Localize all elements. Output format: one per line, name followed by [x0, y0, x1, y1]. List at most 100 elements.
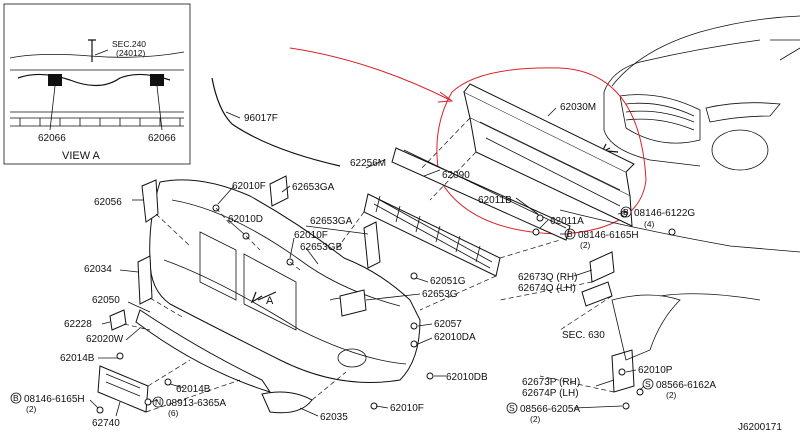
assembly-lines: [123, 117, 615, 413]
callout-62057: 62057: [434, 319, 462, 330]
callout-62010DB: 62010DB: [446, 372, 488, 383]
beam-62030M-ribs: [479, 121, 621, 207]
callout-62740: 62740: [92, 418, 120, 429]
callout-62256M: 62256M: [350, 158, 386, 169]
plate-bracket-lines: [105, 373, 141, 397]
callout-62020W: 62020W: [86, 334, 124, 345]
callout-62674P-lh: 62674P (LH): [522, 388, 579, 399]
vehicle-grille: [619, 94, 701, 144]
view-a-frame: [3, 3, 191, 165]
view-a-inset: SEC.240 (24012) 62066 62066 VIEW A: [3, 3, 191, 165]
callout-08146-6165H-left: 08146-6165H: [24, 394, 85, 405]
part-62030M: [463, 83, 635, 227]
callout-62011B: 62011B: [478, 195, 512, 206]
part-62035-bezel: [261, 391, 313, 414]
dash-brackets: [123, 213, 191, 331]
view-a-label-right: 62066: [148, 133, 176, 144]
callout-62653GA-top: 62653GA: [292, 182, 335, 193]
callout-b-badge-1: [620, 206, 632, 218]
dash-plate: [145, 359, 241, 413]
callout-62051G: 62051G: [430, 276, 466, 287]
callout-08566-6162A-qty: (2): [666, 390, 677, 400]
dash-bezel: [311, 371, 347, 401]
part-62673Q-bracket: [589, 251, 615, 283]
callout-62014B-bottom: 62014B: [176, 384, 211, 395]
leader-lines: [89, 107, 645, 417]
callout-b-badge-3: [10, 392, 22, 404]
callout-62030M: 62030M: [560, 102, 596, 113]
part-62673Q-plate: [581, 281, 613, 307]
bolt-62010DA: [410, 340, 418, 348]
callout-62056: 62056: [94, 197, 122, 208]
red-arrow-line: [289, 47, 451, 101]
bolt-62010P: [618, 368, 626, 376]
callout-08913-6365A-qty: (6): [168, 408, 179, 418]
callout-62035: 62035: [320, 412, 348, 423]
bolt-08146-6165H-left: [96, 406, 104, 414]
svg-text:S: S: [645, 379, 651, 389]
callout-62673Q-rh: 62673Q (RH): [518, 272, 577, 283]
callout-62653G: 62653G: [422, 289, 458, 300]
bolt-62011B: [536, 214, 544, 222]
callout-08913-6365A: 08913-6365A: [166, 398, 226, 409]
part-62228-clip: [109, 309, 127, 331]
fascia-crease-2: [163, 259, 407, 365]
svg-text:B: B: [623, 207, 629, 217]
svg-text:S: S: [509, 403, 515, 413]
view-a-beam: [10, 69, 184, 127]
callout-labels: 96017F 62256M 62030M 62090 62011B 62011A…: [10, 102, 782, 433]
svg-text:N: N: [155, 397, 161, 407]
view-a-sec-ref: SEC.240: [112, 39, 146, 49]
callout-62010P: 62010P: [638, 365, 673, 376]
vehicle-front: [603, 92, 701, 167]
view-a-label-left: 62066: [38, 133, 66, 144]
view-a-sec-leader: [94, 49, 109, 56]
vehicle-wheel: [711, 129, 769, 171]
view-a-leader-right: [156, 85, 163, 131]
fascia-opening-mid: [243, 253, 297, 331]
callout-08146-6165H-qty: (2): [580, 240, 591, 250]
vehicle-hood-line: [611, 15, 800, 87]
clip-62014B-left: [116, 352, 124, 360]
callout-62228: 62228: [64, 319, 92, 330]
section-630-ref: SEC. 630: [562, 330, 605, 341]
view-a-connector: [88, 39, 96, 62]
bolt-62011A: [532, 228, 540, 236]
view-a-harness: [17, 73, 171, 87]
bolt-62010DB: [426, 372, 434, 380]
callout-62010F-bottom: 62010F: [390, 403, 424, 414]
dash-bolts: [215, 207, 301, 271]
part-62056-bracket: [141, 179, 159, 223]
view-a-sensor-left: [48, 74, 62, 86]
view-a-title: VIEW A: [62, 150, 101, 162]
callout-96017F: 96017F: [244, 113, 278, 124]
vehicle-windshield: [770, 39, 800, 61]
callout-62034: 62034: [84, 264, 112, 275]
grille-62256M: [363, 193, 501, 277]
svg-text:B: B: [13, 393, 19, 403]
part-62034-bracket: [137, 255, 153, 305]
diagram-code: J6200171: [738, 422, 782, 433]
dash-beam: [419, 117, 561, 259]
callout-62010D: 62010D: [228, 214, 263, 225]
bolt-62051G: [410, 272, 418, 280]
callout-62011A: 62011A: [550, 216, 584, 227]
callout-62014B-left: 62014B: [60, 353, 95, 364]
bolt-08566-6162A: [636, 388, 644, 396]
fastener-glyphs: [96, 204, 676, 414]
callout-62674Q-lh: 62674Q (LH): [518, 283, 576, 294]
beam-62030M-top: [463, 83, 635, 173]
part-62020W-fascia: [149, 179, 421, 383]
fog-lamp-opening: [337, 348, 367, 368]
part-62653GA-mid-seal: [363, 221, 381, 269]
callout-b-badge-2: [564, 228, 576, 240]
part-96017F-molding: [211, 77, 341, 167]
vehicle-sketch: [595, 15, 800, 171]
view-a-arrow: [250, 291, 277, 304]
callout-n-badge: [152, 396, 164, 408]
bolt-62057: [410, 322, 418, 330]
bolt-08566-6205A: [622, 402, 630, 410]
callout-62010F-mid: 62010F: [294, 230, 328, 241]
callout-s-badge-2: [506, 402, 518, 414]
